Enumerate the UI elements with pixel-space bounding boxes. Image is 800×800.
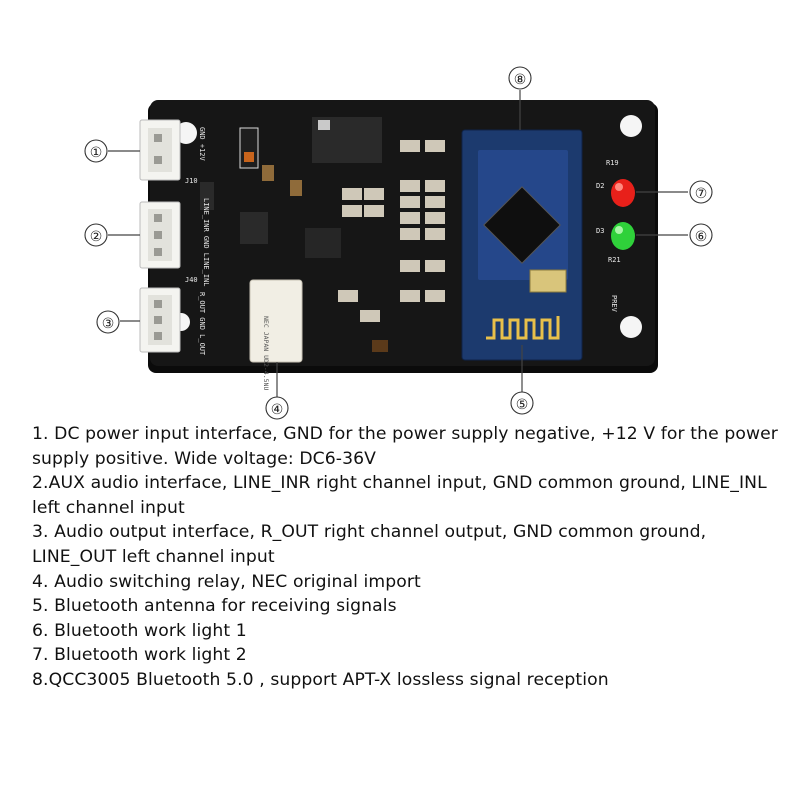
silk-gnd-12v: GND +12V (198, 127, 206, 162)
description-item-4: 4. Audio switching relay, NEC original i… (32, 571, 421, 592)
red-led (611, 179, 635, 207)
silk-j10: J10 (185, 177, 198, 185)
description-item-6: 6. Bluetooth work light 1 (32, 620, 247, 641)
description-item-7: 7. Bluetooth work light 2 (32, 645, 247, 666)
mounting-hole (620, 115, 642, 137)
callout-number: ① (90, 145, 103, 161)
description-list: 1. DC power input interface, GND for the… (32, 422, 782, 693)
relay: NEC JAPAN UD2-4.5NU (249, 279, 303, 390)
silk-line-inl: LINE_INR GND LINE_INL (202, 198, 210, 287)
aux-input-connector (139, 201, 181, 269)
description-item-5: 5. Bluetooth antenna for receiving signa… (32, 596, 397, 617)
mounting-hole (620, 316, 642, 338)
bluetooth-antenna (480, 300, 576, 350)
audio-output-connector (139, 287, 181, 353)
board-figure: NEC JAPAN UD2-4.5NU GND +12V J10 LINE_IN… (84, 66, 713, 420)
description-item-8: 8.QCC3005 Bluetooth 5.0 , support APT-X … (32, 669, 609, 690)
callout-5: ⑤ (510, 391, 534, 415)
callout-1: ① (84, 139, 108, 163)
callout-number: ⑦ (695, 186, 708, 202)
silk-d3: D3 (596, 227, 604, 235)
callout-number: ③ (102, 316, 115, 332)
callout-number: ④ (271, 402, 284, 418)
callout-number: ② (90, 229, 103, 245)
silk-r19: R19 (606, 159, 619, 167)
description-item-1: 1. DC power input interface, GND for the… (32, 424, 778, 469)
dc-power-connector (139, 119, 181, 181)
smd-components (200, 117, 445, 352)
callout-2: ② (84, 223, 108, 247)
callout-8: ⑧ (508, 66, 532, 90)
green-led (611, 222, 635, 250)
description-item-3: 3. Audio output interface, R_OUT right c… (32, 522, 707, 567)
silk-r21: R21 (608, 256, 621, 264)
board-diagram: NEC JAPAN UD2-4.5NU GND +12V J10 LINE_IN… (84, 66, 713, 420)
description-item-2: 2.AUX audio interface, LINE_INR right ch… (32, 473, 767, 518)
silk-r-out: R_OUT GND L_OUT (198, 292, 206, 356)
leader-lines (108, 90, 688, 397)
bluetooth-chip (483, 186, 561, 264)
callout-number: ⑤ (516, 397, 529, 413)
relay-label: NEC JAPAN UD2-4.5NU (262, 316, 270, 390)
callout-number: ⑧ (514, 72, 527, 88)
callout-6: ⑥ (689, 223, 713, 247)
silk-j40: J40 (185, 276, 198, 284)
callout-7: ⑦ (689, 180, 713, 204)
silk-prev: PREV (610, 295, 618, 313)
callout-3: ③ (96, 310, 120, 334)
callout-number: ⑥ (695, 229, 708, 245)
callout-4: ④ (265, 396, 289, 420)
silk-d2: D2 (596, 182, 604, 190)
